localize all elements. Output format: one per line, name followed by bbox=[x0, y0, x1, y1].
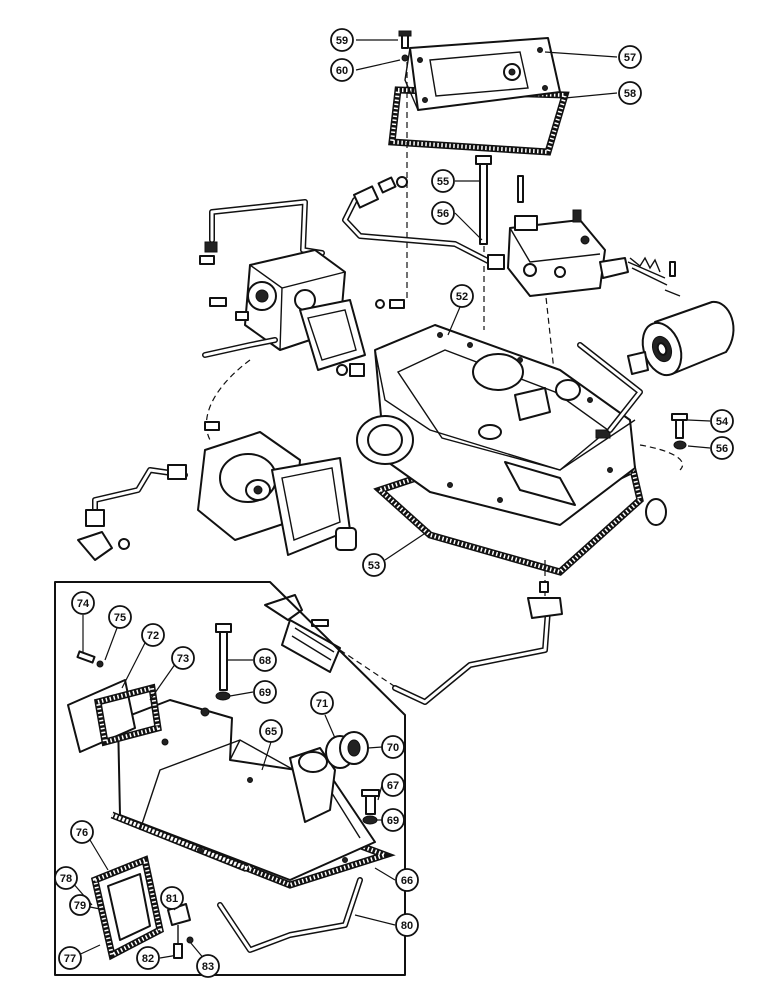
callout-76: 76 bbox=[70, 820, 94, 844]
svg-text:57: 57 bbox=[624, 52, 636, 64]
callout-67: 67 bbox=[381, 773, 405, 797]
svg-text:79: 79 bbox=[74, 900, 86, 912]
svg-text:56: 56 bbox=[716, 443, 728, 455]
alignment-line bbox=[205, 359, 251, 441]
svg-text:67: 67 bbox=[387, 780, 399, 792]
callout-72: 72 bbox=[141, 623, 165, 647]
inset-frame bbox=[54, 581, 406, 976]
plug-70 bbox=[325, 731, 369, 769]
svg-text:81: 81 bbox=[166, 893, 178, 905]
cover-bolt-59 bbox=[398, 30, 412, 49]
callout-77: 77 bbox=[58, 946, 82, 970]
svg-text:76: 76 bbox=[76, 827, 88, 839]
bolt-67 bbox=[361, 789, 380, 825]
callout-60: 60 bbox=[330, 58, 354, 82]
svg-text:60: 60 bbox=[336, 65, 348, 77]
callout-56-upper: 56 bbox=[431, 201, 455, 225]
oil-filter bbox=[627, 300, 735, 377]
callout-57: 57 bbox=[618, 45, 642, 69]
callout-78: 78 bbox=[54, 866, 78, 890]
svg-text:59: 59 bbox=[336, 35, 348, 47]
callout-55: 55 bbox=[431, 169, 455, 193]
svg-text:72: 72 bbox=[147, 630, 159, 642]
svg-text:66: 66 bbox=[401, 875, 413, 887]
pump-assembly-upper bbox=[202, 249, 405, 377]
svg-text:80: 80 bbox=[401, 920, 413, 932]
svg-text:71: 71 bbox=[316, 698, 328, 710]
svg-text:82: 82 bbox=[142, 953, 154, 965]
pump-housing-65 bbox=[110, 699, 396, 889]
callout-56-lower: 56 bbox=[710, 436, 734, 460]
o-ring bbox=[645, 498, 667, 526]
callout-71: 71 bbox=[310, 691, 334, 715]
svg-text:73: 73 bbox=[177, 653, 189, 665]
svg-text:53: 53 bbox=[368, 560, 380, 572]
bolt-74 bbox=[76, 650, 104, 668]
svg-text:55: 55 bbox=[437, 176, 449, 188]
callout-73: 73 bbox=[171, 646, 195, 670]
top-cover-57 bbox=[388, 37, 570, 156]
bolt-54 bbox=[671, 413, 688, 450]
washer-60 bbox=[401, 54, 409, 62]
front-pump-assembly bbox=[77, 421, 357, 561]
callout-74: 74 bbox=[71, 591, 95, 615]
cover-plate-72 bbox=[67, 679, 162, 753]
svg-text:52: 52 bbox=[456, 291, 468, 303]
hydraulic-tube-upper bbox=[199, 176, 505, 270]
callout-70: 70 bbox=[381, 735, 405, 759]
alignment-line bbox=[339, 649, 401, 691]
inspection-cover-76 bbox=[90, 855, 164, 961]
callout-65: 65 bbox=[259, 719, 283, 743]
callout-52: 52 bbox=[450, 284, 474, 308]
callout-58: 58 bbox=[618, 81, 642, 105]
svg-text:69: 69 bbox=[387, 815, 399, 827]
long-bolt-68 bbox=[215, 623, 232, 701]
control-valve-assembly bbox=[507, 175, 681, 297]
callout-83: 83 bbox=[196, 954, 220, 978]
svg-text:83: 83 bbox=[202, 961, 214, 973]
bolt-82 bbox=[173, 943, 183, 959]
washer-83 bbox=[186, 936, 194, 944]
callout-54: 54 bbox=[710, 409, 734, 433]
svg-text:69: 69 bbox=[259, 687, 271, 699]
svg-text:68: 68 bbox=[259, 655, 271, 667]
svg-text:65: 65 bbox=[265, 726, 277, 738]
svg-text:54: 54 bbox=[716, 416, 729, 428]
alignment-line bbox=[639, 444, 684, 471]
callout-53: 53 bbox=[362, 553, 386, 577]
tube-80 bbox=[217, 877, 363, 953]
long-bolt-55 bbox=[475, 155, 492, 245]
callout-81: 81 bbox=[160, 886, 184, 910]
callout-68: 68 bbox=[253, 648, 277, 672]
callout-79: 79 bbox=[69, 894, 91, 916]
svg-text:58: 58 bbox=[624, 88, 636, 100]
callout-69-lower: 69 bbox=[381, 808, 405, 832]
linkage-lever bbox=[264, 581, 563, 705]
callout-75: 75 bbox=[108, 605, 132, 629]
svg-text:78: 78 bbox=[60, 873, 72, 885]
svg-text:77: 77 bbox=[64, 953, 76, 965]
svg-text:70: 70 bbox=[387, 742, 399, 754]
callout-69-upper: 69 bbox=[253, 680, 277, 704]
main-housing-52 bbox=[356, 324, 644, 576]
svg-text:74: 74 bbox=[77, 598, 90, 610]
callout-80: 80 bbox=[395, 913, 419, 937]
callout-66: 66 bbox=[395, 868, 419, 892]
svg-text:75: 75 bbox=[114, 612, 126, 624]
svg-text:56: 56 bbox=[437, 208, 449, 220]
alignment-line bbox=[544, 287, 556, 381]
callout-82: 82 bbox=[136, 946, 160, 970]
callout-59: 59 bbox=[330, 28, 354, 52]
